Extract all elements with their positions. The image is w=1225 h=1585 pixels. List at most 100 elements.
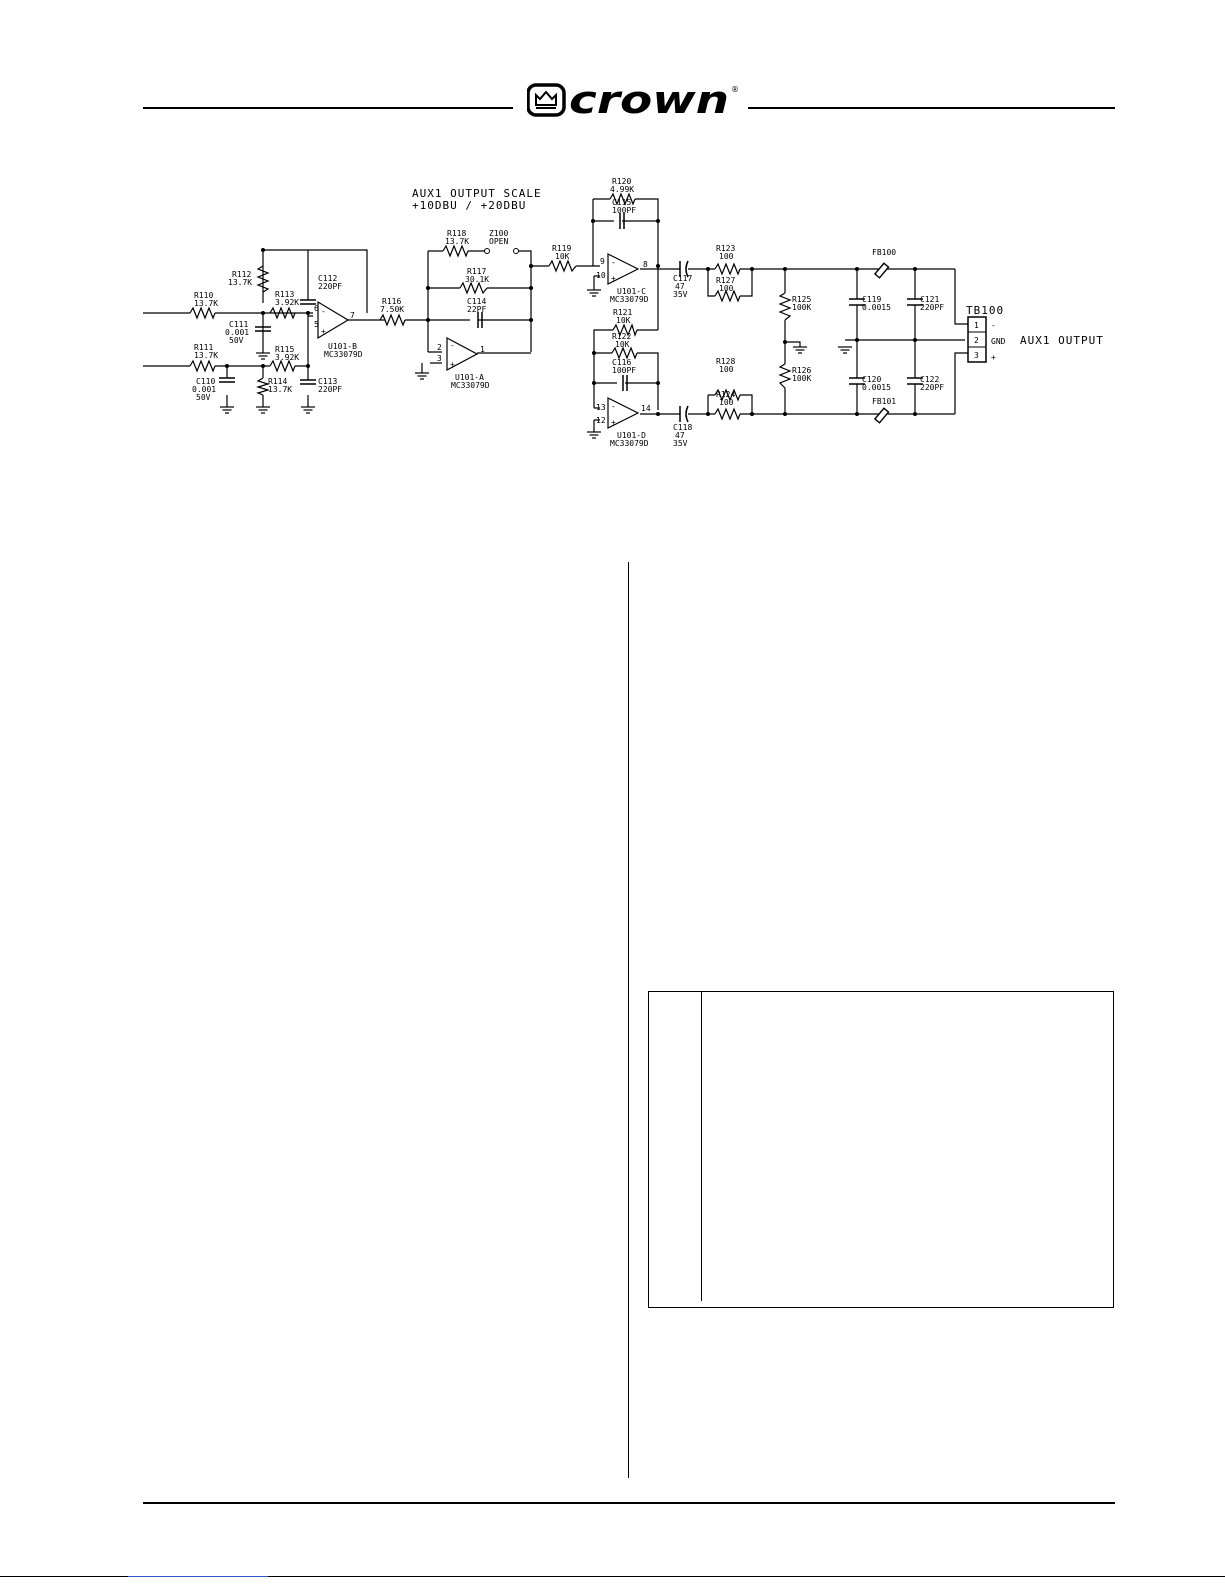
label-c113-val: 220PF	[318, 385, 342, 394]
label-c115-val: 100PF	[612, 206, 636, 215]
resistor-r119	[548, 259, 577, 273]
svg-text:+: +	[611, 274, 616, 283]
label-c111-val: 0.001	[225, 328, 249, 337]
label-r111-val: 13.7K	[194, 351, 218, 360]
resistor-r124	[714, 407, 741, 421]
resistor-r121	[612, 323, 638, 337]
label-r124-ref: R124	[716, 390, 735, 399]
terminal-sign-gnd: GND	[991, 337, 1006, 346]
scale-values: +10DBU / +20DBU	[412, 199, 526, 212]
label-r114-val: 13.7K	[268, 385, 292, 394]
opamps	[317, 253, 640, 429]
svg-text:-: -	[450, 341, 455, 350]
label-r120-ref: R120	[612, 177, 631, 186]
svg-text:+: +	[321, 327, 326, 336]
label-r128-val: 100	[719, 365, 734, 374]
terminal-1: 1	[974, 321, 979, 330]
label-c119-val: 0.0015	[862, 303, 891, 312]
label-c118-volt: 35V	[673, 439, 688, 448]
resistor-r112	[256, 265, 270, 293]
opamp-u101-d	[607, 397, 640, 429]
label-r119-val: 10K	[555, 252, 570, 261]
resistor-r115	[269, 359, 296, 373]
opamp-u101-b	[317, 300, 350, 340]
label-r121-val: 10K	[616, 316, 631, 325]
label-r113-ref: R113	[275, 290, 294, 299]
label-r118-ref: R118	[447, 229, 466, 238]
label-r117-ref: R117	[467, 267, 486, 276]
column-divider	[628, 562, 629, 1478]
label-c117-volt: 35V	[673, 290, 688, 299]
opamp-u101-a	[446, 337, 479, 371]
label-c116-ref: C116	[612, 358, 631, 367]
pin-a-minus: 2	[437, 343, 442, 352]
label-c116-val: 100PF	[612, 366, 636, 375]
label-r127-ref: R127	[716, 276, 735, 285]
svg-text:-: -	[611, 258, 616, 267]
capacitors	[219, 213, 923, 423]
resistor-r123	[714, 262, 741, 276]
resistor-r120	[609, 192, 636, 206]
label-r111-ref: R111	[194, 343, 213, 352]
pin-c-plus: 10	[596, 271, 606, 280]
label-c114-ref: C114	[467, 297, 486, 306]
terminal-3: 3	[974, 351, 979, 360]
wires	[143, 198, 968, 432]
ferrite-bead-fb101	[873, 407, 890, 424]
label-r115-ref: R115	[275, 345, 294, 354]
resistor-r126	[778, 363, 792, 389]
page-bottom-link-underline	[128, 1576, 268, 1577]
label-c112-val: 220PF	[318, 282, 342, 291]
label-c110-val: 0.001	[192, 385, 216, 394]
label-u101b-ref: U101-B	[328, 342, 357, 351]
label-r127-val: 100	[719, 284, 734, 293]
label-u101d-ref: U101-D	[617, 431, 646, 440]
label-r110-ref: R110	[194, 291, 213, 300]
registered-mark: ®	[731, 85, 739, 94]
scale-title: AUX1 OUTPUT SCALE	[412, 187, 542, 200]
label-r123-val: 100	[719, 252, 734, 261]
label-c121-ref: C121	[920, 295, 939, 304]
label-r112-ref: R112	[232, 270, 251, 279]
terminal-sign-plus: +	[991, 353, 996, 362]
label-c113-ref: C113	[318, 377, 337, 386]
resistor-r127	[714, 289, 741, 303]
label-fb101: FB101	[872, 397, 896, 406]
pin-c-out: 8	[643, 260, 648, 269]
label-r122-val: 10K	[615, 340, 630, 349]
label-r128-ref: R128	[716, 357, 735, 366]
label-c111-ref: C111	[229, 320, 248, 329]
svg-text:-: -	[321, 307, 326, 316]
label-r113-val: 3.92K	[275, 298, 299, 307]
opamp-u101-c	[607, 253, 640, 285]
label-r125-val: 100K	[792, 303, 811, 312]
label-c114-val: 22PF	[467, 305, 486, 314]
label-r119-ref: R119	[552, 244, 571, 253]
label-r122-ref: R122	[612, 332, 631, 341]
pin-d-plus: 12	[596, 416, 606, 425]
pin-b-minus: 6	[314, 304, 319, 313]
resistor-r122	[611, 346, 638, 360]
pin-d-out: 14	[641, 404, 651, 413]
label-c110-ref: C110	[196, 377, 215, 386]
terminal-2: 2	[974, 336, 979, 345]
label-r123-ref: R123	[716, 244, 735, 253]
label-r124-val: 100	[719, 398, 734, 407]
pin-a-plus: 3	[437, 354, 442, 363]
svg-text:+: +	[450, 360, 455, 369]
label-c120-ref: C120	[862, 375, 881, 384]
svg-text:-: -	[611, 402, 616, 411]
resistor-r125	[778, 292, 792, 321]
label-r121-ref: R121	[613, 308, 632, 317]
aux1-output-label: AUX1 OUTPUT	[1020, 334, 1104, 347]
pin-d-minus: 13	[596, 403, 606, 412]
brand-wordmark: crown	[569, 80, 729, 120]
label-u101b-part: MC33079D	[324, 350, 363, 359]
footer-rule	[143, 1502, 1115, 1504]
label-u101c-ref: U101-C	[617, 287, 646, 296]
label-c117-ref: C117	[673, 274, 692, 283]
ferrite-bead-fb100	[873, 262, 890, 279]
label-z100-ref: Z100	[489, 229, 508, 238]
label-r126-ref: R126	[792, 366, 811, 375]
resistor-r117	[459, 281, 488, 295]
